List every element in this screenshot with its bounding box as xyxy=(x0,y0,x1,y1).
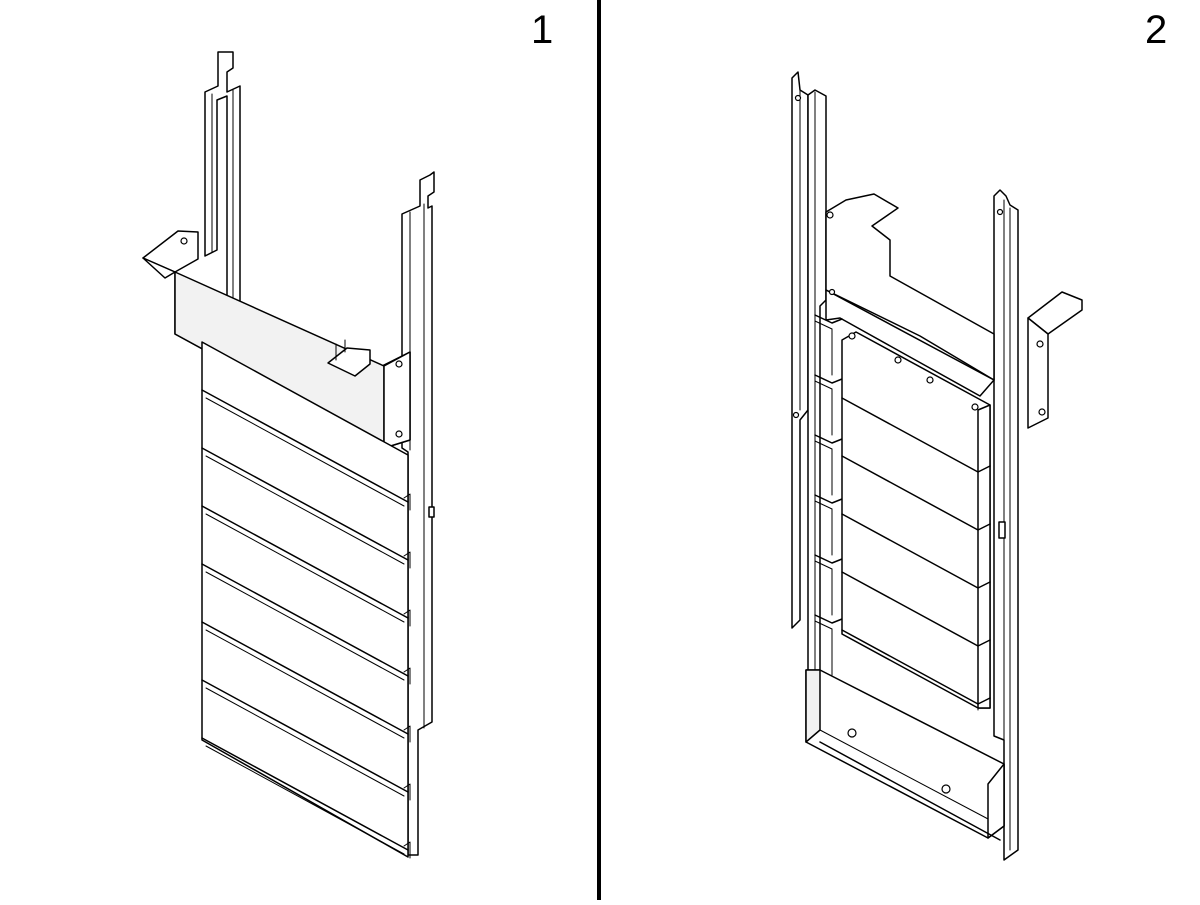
rung-edge xyxy=(814,320,833,330)
left-guide-rail xyxy=(204,51,241,313)
rung xyxy=(814,374,843,384)
slat-lip xyxy=(403,551,411,569)
tall-left-rail xyxy=(791,71,827,741)
rung xyxy=(814,614,843,624)
slat-groove xyxy=(205,397,405,507)
slat-lip xyxy=(403,725,411,743)
slat-edge xyxy=(201,737,409,851)
rung xyxy=(814,494,843,504)
slat-edge xyxy=(201,621,409,735)
slat-lip xyxy=(403,667,411,685)
slat-lip xyxy=(403,493,411,511)
rung xyxy=(814,314,843,324)
bottom-rail xyxy=(805,669,1005,841)
stacked-slats xyxy=(841,331,991,711)
slat-groove xyxy=(205,455,405,565)
slat-edge xyxy=(201,563,409,677)
step-1-illustration xyxy=(142,51,435,859)
guide-rungs xyxy=(814,314,843,676)
slat-groove xyxy=(205,629,405,739)
slat-box-screw xyxy=(926,376,934,384)
rung-edge xyxy=(814,380,833,390)
rung xyxy=(814,554,843,564)
slat-box-screw xyxy=(894,356,902,364)
rung-edge xyxy=(814,440,833,450)
slat-groove xyxy=(205,571,405,681)
slat-box-screw xyxy=(848,332,856,340)
slat-edge xyxy=(201,389,409,503)
slat-box-side xyxy=(977,404,991,709)
rung-edge xyxy=(814,500,833,510)
side-bracket xyxy=(1027,291,1083,429)
rung xyxy=(814,434,843,444)
slat-stack xyxy=(201,341,411,859)
slat-edge xyxy=(201,679,409,793)
slat-edge xyxy=(201,447,409,561)
slat-edge xyxy=(201,505,409,619)
rung-edge xyxy=(814,560,833,570)
step-number-1: 1 xyxy=(531,8,554,52)
slat-lip xyxy=(403,783,411,801)
slat-lip xyxy=(403,841,411,859)
slat-panel-background xyxy=(201,341,409,858)
slat-groove xyxy=(205,513,405,623)
step-number-2: 2 xyxy=(1145,8,1168,52)
slat-groove xyxy=(205,687,405,797)
slat-lip xyxy=(403,609,411,627)
right-rail xyxy=(993,189,1019,861)
slat-groove xyxy=(205,745,405,855)
top-box-frame xyxy=(825,193,995,397)
step-2-illustration xyxy=(791,71,1083,861)
slat-box-screw xyxy=(971,403,979,411)
rung-edge xyxy=(814,620,833,630)
